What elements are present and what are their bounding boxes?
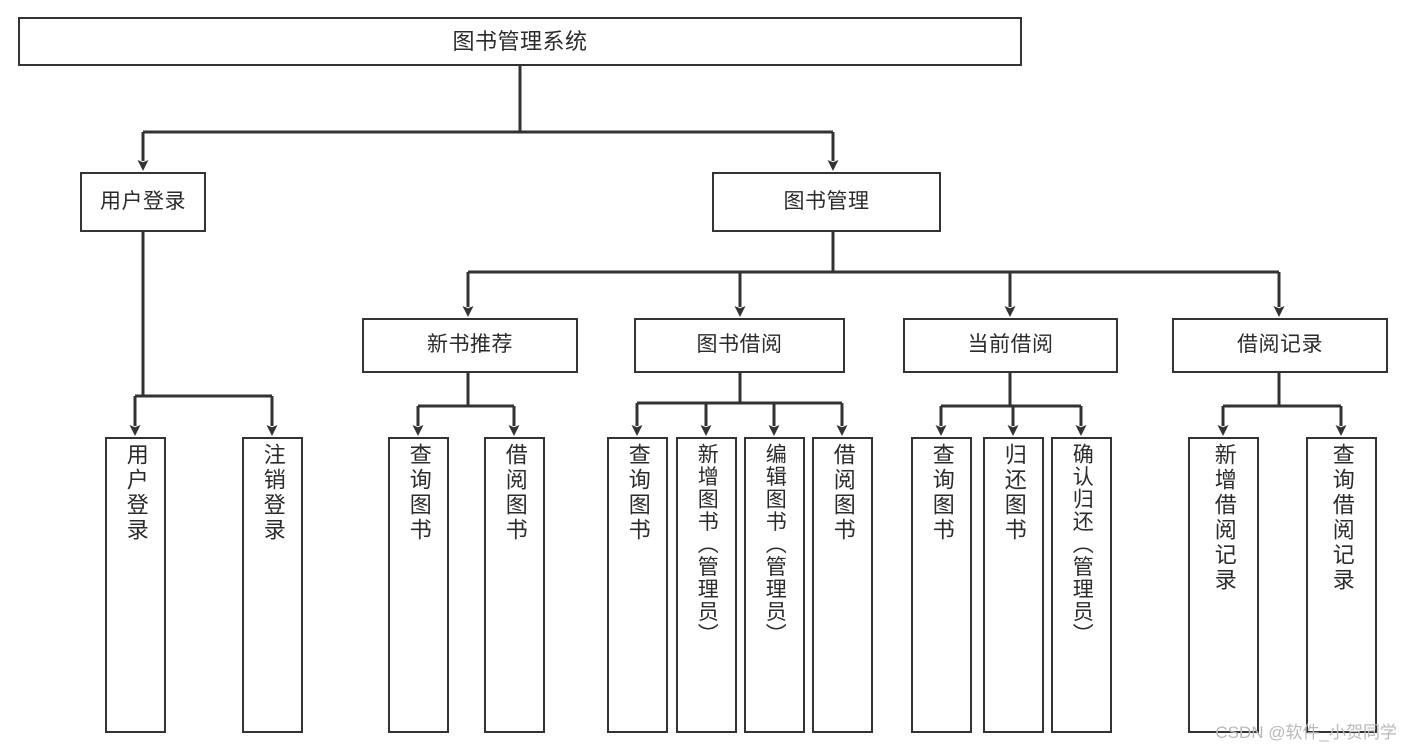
node-new-book-recommend[interactable]: 新书推荐 [362,318,578,373]
node-label: 借阅记录 [1237,333,1323,357]
node-borrow-book-recommend[interactable]: 借阅图书 [484,437,545,733]
node-label: 图书借阅 [696,333,783,357]
node-label: 查询借阅记录 [1329,443,1355,593]
node-label: 归还图书 [1001,443,1027,543]
node-label: 注销登录 [260,443,286,543]
node-book-borrow[interactable]: 图书借阅 [634,318,845,373]
node-add-book-admin[interactable]: 新增图书（管理员） [676,437,737,733]
node-query-book-recommend[interactable]: 查询图书 [388,437,449,733]
node-user-login-action[interactable]: 用户登录 [105,437,166,733]
node-label: 新增借阅记录 [1211,443,1237,593]
node-query-book-borrow[interactable]: 查询图书 [607,437,668,733]
node-label: 查询图书 [625,443,651,543]
node-return-book[interactable]: 归还图书 [983,437,1044,733]
node-add-borrow-record[interactable]: 新增借阅记录 [1188,437,1259,733]
node-label: 确认归还（管理员） [1070,443,1094,646]
node-label: 编辑图书（管理员） [763,443,787,646]
node-confirm-return-admin[interactable]: 确认归还（管理员） [1051,437,1112,733]
node-query-book-current[interactable]: 查询图书 [911,437,972,733]
node-label: 新增图书（管理员） [695,443,719,646]
node-label: 借阅图书 [830,443,856,543]
node-user-login[interactable]: 用户登录 [80,172,206,232]
node-book-management[interactable]: 图书管理 [712,172,941,232]
watermark: CSDN @软件_小贺同学 [1215,723,1397,742]
node-current-borrow[interactable]: 当前借阅 [903,318,1118,373]
node-query-borrow-record[interactable]: 查询借阅记录 [1306,437,1377,733]
node-borrow-record[interactable]: 借阅记录 [1172,318,1388,373]
node-borrow-book-action[interactable]: 借阅图书 [812,437,873,733]
node-label: 图书管理系统 [452,28,588,54]
node-label: 查询图书 [406,443,432,543]
node-label: 借阅图书 [502,443,528,543]
node-label: 用户登录 [100,189,186,213]
node-label: 图书管理 [783,189,870,213]
node-label: 查询图书 [929,443,955,543]
node-user-logout-action[interactable]: 注销登录 [242,437,303,733]
node-label: 新书推荐 [427,333,513,357]
node-label: 当前借阅 [967,333,1054,357]
node-label: 用户登录 [123,443,149,543]
node-root[interactable]: 图书管理系统 [18,17,1022,66]
node-edit-book-admin[interactable]: 编辑图书（管理员） [744,437,805,733]
